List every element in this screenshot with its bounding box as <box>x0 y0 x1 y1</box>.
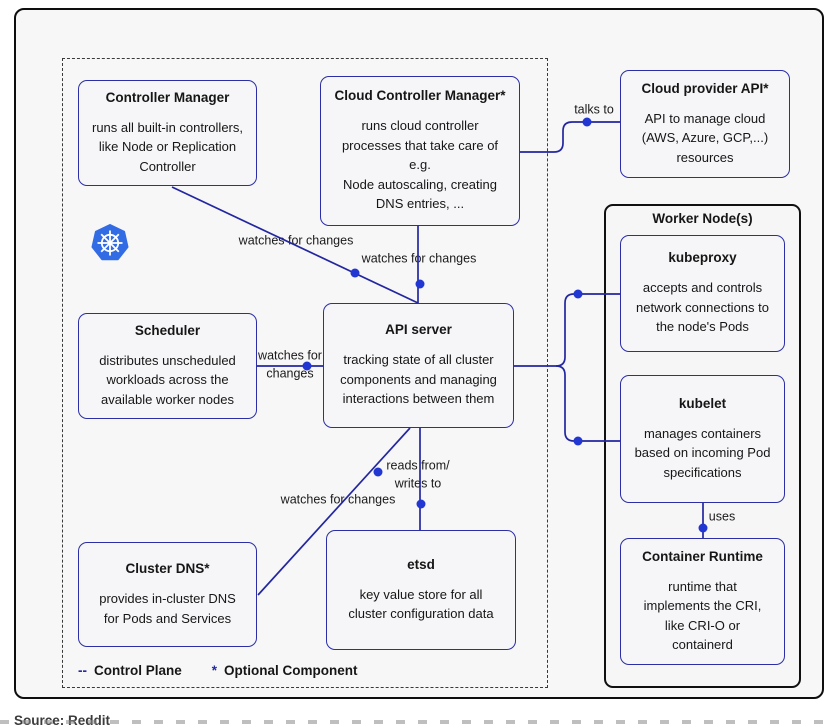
node-body: distributes unscheduled workloads across… <box>99 352 236 407</box>
legend-control-plane-label: Control Plane <box>94 662 182 678</box>
edge-label-dns-watches: watches for changes <box>280 492 396 507</box>
control-plane-group <box>62 58 548 688</box>
node-cloud-controller-manager: Cloud Controller Manager* runs cloud con… <box>320 76 520 226</box>
worker-node-group-title: Worker Node(s) <box>652 211 753 226</box>
node-title: kubelet <box>678 395 727 411</box>
node-body: provides in-cluster DNS for Pods and Ser… <box>99 591 236 626</box>
node-etsd: etsd key value store for all cluster con… <box>326 530 516 650</box>
node-title: Cluster DNS* <box>125 561 210 576</box>
node-body: manages containers based on incoming Pod… <box>634 425 771 480</box>
node-controller-manager: Controller Manager runs all built-in con… <box>78 80 257 186</box>
node-body: runs all built-in controllers, like Node… <box>91 119 243 174</box>
node-title: Cloud Controller Manager* <box>334 88 506 104</box>
node-title: etsd <box>407 556 435 572</box>
legend-asterisk-symbol: * <box>211 662 218 678</box>
legend: -- Control Plane * Optional Component <box>78 662 358 678</box>
edge-label-uses: uses <box>708 509 736 524</box>
edge-label-talks-to: talks to <box>574 102 614 117</box>
node-scheduler: Scheduler distributes unscheduled worklo… <box>78 313 257 419</box>
clipped-content-row <box>0 720 836 724</box>
node-container-runtime: Container Runtime runtime that implement… <box>620 538 785 665</box>
node-body: key value store for all cluster configur… <box>348 586 494 622</box>
node-body: runs cloud controller processes that tak… <box>341 118 499 212</box>
node-title: Scheduler <box>134 322 201 338</box>
node-body: accepts and controls network connections… <box>636 280 769 335</box>
node-title: Container Runtime <box>642 548 763 564</box>
legend-optional-label: Optional Component <box>224 662 358 678</box>
kubernetes-logo-icon <box>91 224 129 261</box>
node-cloud-provider-api: Cloud provider API* API to manage cloud … <box>620 70 790 178</box>
edge-label-cm-watches: watches for changes <box>238 233 354 248</box>
node-kubeproxy: kubeproxy accepts and controls network c… <box>620 235 785 352</box>
node-body: tracking state of all cluster components… <box>340 352 497 407</box>
node-title: Cloud provider API* <box>641 80 769 96</box>
edge-label-reads-writes: reads from/ writes to <box>386 458 450 491</box>
node-body: API to manage cloud (AWS, Azure, GCP,...… <box>641 110 769 165</box>
node-cluster-dns: Cluster DNS* provides in-cluster DNS for… <box>78 542 257 647</box>
edge-label-scheduler-watches: watches for changes <box>258 348 322 381</box>
node-title: Controller Manager <box>105 89 230 105</box>
edge-label-ccm-watches: watches for changes <box>361 251 477 266</box>
node-title: API server <box>385 322 452 338</box>
node-kubelet: kubelet manages containers based on inco… <box>620 375 785 503</box>
node-api-server: API server tracking state of all cluster… <box>323 303 514 428</box>
node-body: runtime that implements the CRI, like CR… <box>643 578 762 653</box>
node-title: kubeproxy <box>668 250 737 266</box>
legend-dash-symbol: -- <box>78 662 87 678</box>
